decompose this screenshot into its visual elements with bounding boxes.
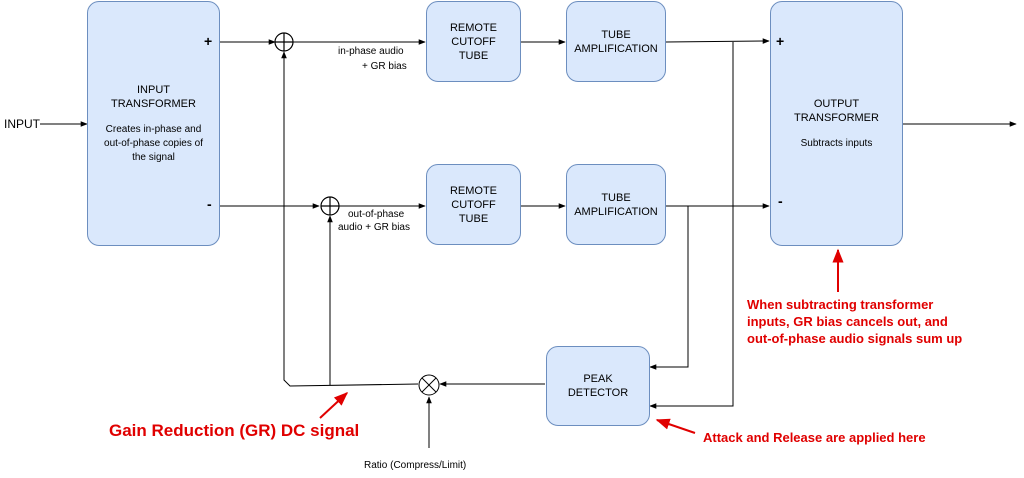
subtract-note-line3: out-of-phase audio signals sum up: [747, 331, 963, 346]
output-plus-sign: +: [776, 33, 785, 49]
multiplier-junction: [418, 374, 440, 396]
gr-bus-line: [281, 51, 419, 387]
bottom-path-label-line1: out-of-phase: [348, 209, 405, 220]
tube-amplification-top-title: TUBE AMPLIFICATION: [574, 28, 658, 55]
subtract-note: When subtracting transformer inputs, GR …: [747, 296, 962, 347]
tube-amplification-bottom-block: TUBE AMPLIFICATION: [566, 164, 666, 245]
subtract-note-line2: inputs, GR bias cancels out, and: [747, 314, 948, 329]
gr-signal-arrow: [319, 392, 349, 419]
ratio-label: Ratio (Compress/Limit): [364, 460, 467, 471]
bottom-path-label-line2: audio + GR bias: [338, 222, 410, 233]
input-minus-sign: -: [207, 196, 212, 212]
subtract-note-line1: When subtracting transformer: [747, 297, 934, 312]
peak-detector-title: PEAK DETECTOR: [567, 373, 629, 399]
remote-cutoff-tube-bottom-title: REMOTE CUTOFF TUBE: [449, 184, 498, 225]
tube-amplification-top-block: TUBE AMPLIFICATION: [566, 1, 666, 82]
bottom-tap-to-detector-line: [649, 206, 689, 370]
input-plus-sign: +: [204, 33, 213, 49]
top-path-label-line2: + GR bias: [362, 61, 407, 72]
attack-release-arrow: [655, 418, 696, 434]
input-transformer-block: INPUT TRANSFORMER Creates in-phase and o…: [87, 1, 220, 246]
remote-cutoff-tube-bottom-block: REMOTE CUTOFF TUBE: [426, 164, 521, 245]
remote-cutoff-tube-top-title: REMOTE CUTOFF TUBE: [449, 21, 498, 62]
attack-release-annotation: Attack and Release are applied here: [703, 430, 926, 445]
input-transformer-subtitle: Creates in-phase and out-of-phase copies…: [104, 123, 203, 163]
bottom-summing-junction: [320, 196, 340, 216]
input-transformer-title: INPUT TRANSFORMER: [111, 83, 196, 110]
remote-cutoff-tube-top-block: REMOTE CUTOFF TUBE: [426, 1, 521, 82]
tube-amplification-bottom-title: TUBE AMPLIFICATION: [574, 191, 658, 218]
output-minus-sign: -: [778, 193, 783, 209]
top-tap-to-detector-line: [649, 42, 734, 409]
top-path-label-line1: in-phase audio: [338, 46, 404, 57]
gr-signal-annotation: Gain Reduction (GR) DC signal: [109, 421, 360, 440]
output-transformer-block: OUTPUT TRANSFORMER Subtracts inputs: [770, 1, 903, 246]
input-label: INPUT: [4, 117, 40, 131]
output-transformer-title: OUTPUT TRANSFORMER: [794, 97, 879, 124]
output-transformer-subtitle: Subtracts inputs: [800, 137, 873, 149]
top-summing-junction: [274, 32, 294, 52]
top-amp-to-output-line: [665, 38, 770, 44]
peak-detector-block: PEAK DETECTOR: [546, 346, 650, 426]
